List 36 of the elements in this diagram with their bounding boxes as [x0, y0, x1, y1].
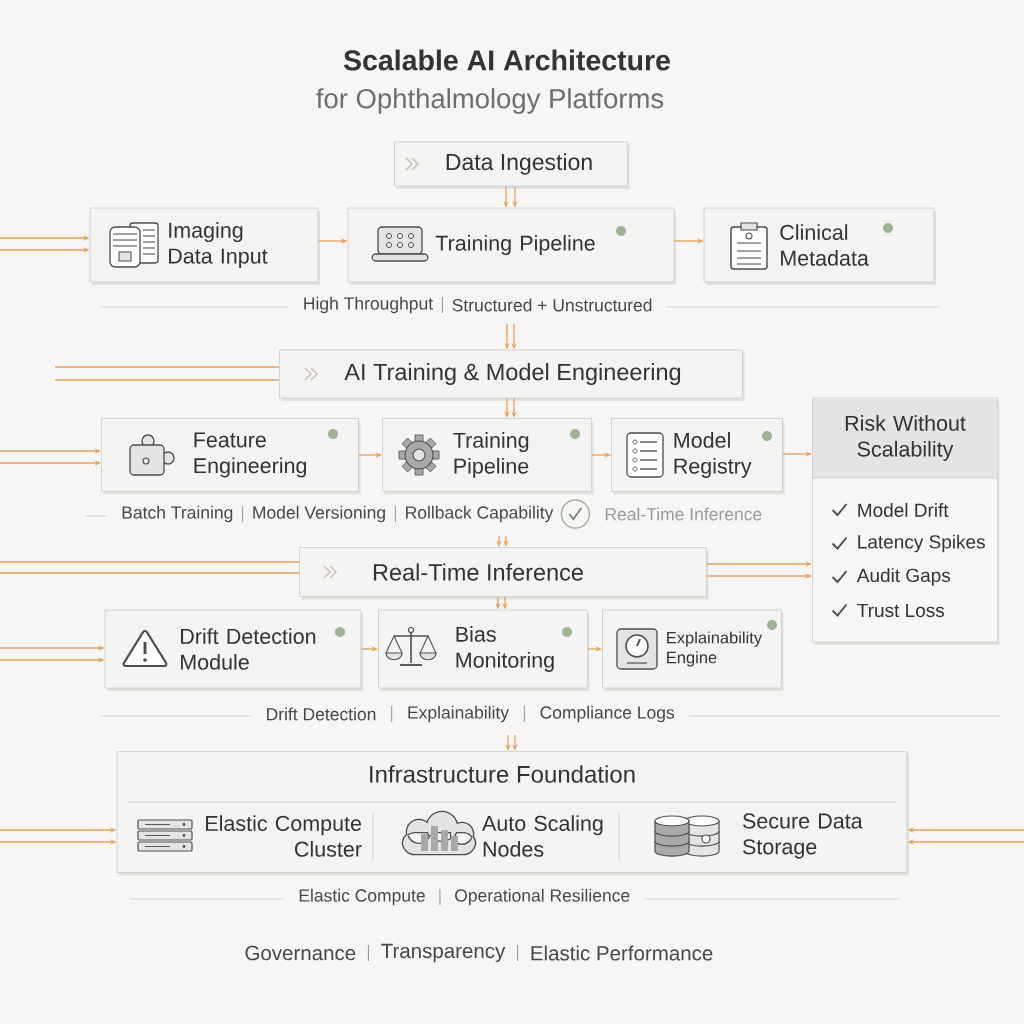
list-item: Latency Spikes: [858, 534, 985, 553]
subtitle: for Ophthalmology Platforms: [316, 88, 664, 114]
connector-line: [0, 561, 300, 563]
process-box: Bias Monitoring: [378, 609, 590, 691]
caption-text: Real-Time Inference: [605, 507, 762, 521]
process-box: Training Pipeline: [382, 418, 594, 495]
caption-text: Governance: [245, 945, 356, 961]
caption-text: Explainability: [408, 705, 509, 723]
caption-text: Model Versioning: [253, 505, 385, 523]
process-box: Clinical Metadata: [703, 207, 936, 285]
caption-text: Operational Resilience: [455, 888, 630, 906]
process-box: Drift Detection Module: [104, 609, 363, 691]
section-header: Data Ingestion: [394, 141, 630, 189]
component-label: Secure Data Storage: [743, 813, 863, 859]
component-label: Elastic Compute Cluster: [206, 815, 362, 857]
connector-line: [54, 366, 280, 368]
list-item: Audit Gaps: [856, 568, 951, 586]
caption-text: Drift Detection: [267, 707, 376, 721]
component-label: Auto Scaling Nodes: [482, 815, 603, 857]
process-box: Training Pipeline: [347, 207, 676, 285]
section-header: AI Training & Model Engineering: [279, 349, 745, 401]
connector-line: [0, 572, 300, 574]
list-item: Trust Loss: [857, 603, 945, 618]
caption-text: High Throughput: [304, 296, 433, 314]
section-header: Real-Time Inference: [299, 547, 709, 600]
process-box: Feature Engineering: [101, 418, 361, 495]
caption-text: Compliance Logs: [540, 705, 675, 723]
list-item: Model Drift: [858, 503, 949, 517]
caption-text: Rollback Capability: [406, 505, 554, 523]
caption-text: Transparency: [381, 943, 506, 963]
risk-panel: Risk Without Scalability Model Drift Latency Spikes Audit Gaps Trust Loss: [812, 397, 1000, 645]
title: Scalable AI Architecture: [343, 49, 670, 71]
caption-text: Elastic Compute: [299, 888, 425, 906]
connector-line: [54, 379, 280, 381]
caption-text: Elastic Performance: [531, 945, 713, 961]
caption-text: Structured + Unstructured: [452, 298, 652, 312]
